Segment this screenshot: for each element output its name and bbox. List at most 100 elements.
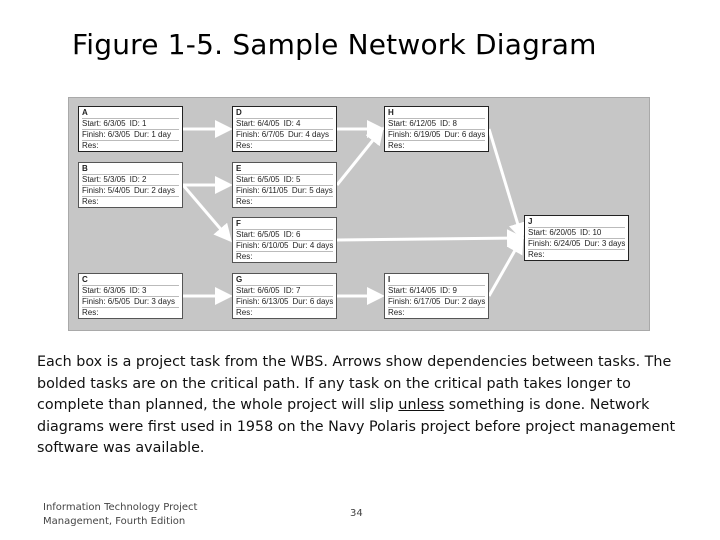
task-row: Res:: [82, 197, 179, 207]
task-resources: Res:: [236, 141, 253, 150]
task-finish: Finish: 6/7/05: [236, 130, 285, 139]
task-id: ID: 8: [440, 119, 457, 128]
task-row: H: [388, 108, 485, 119]
task-id: ID: 7: [283, 286, 301, 295]
arrow-e-h: [335, 126, 384, 186]
task-resources: Res:: [236, 308, 253, 317]
task-start: Start: 6/5/05: [236, 230, 280, 239]
task-start: Start: 6/4/05: [236, 119, 280, 128]
task-row: Res:: [388, 141, 485, 151]
task-start: Start: 6/12/05: [388, 119, 437, 128]
task-start: Start: 6/3/05: [82, 286, 126, 295]
task-start: Start: 5/3/05: [82, 175, 126, 184]
task-row: Res:: [82, 308, 179, 318]
task-name: E: [236, 164, 242, 173]
task-resources: Res:: [236, 197, 253, 206]
task-row: Res:: [236, 197, 333, 207]
task-resources: Res:: [388, 308, 405, 317]
task-duration: Dur: 3 days: [134, 297, 175, 306]
task-finish: Finish: 6/13/05: [236, 297, 289, 306]
task-duration: Dur: 2 days: [134, 186, 175, 195]
task-row: E: [236, 164, 333, 175]
task-start: Start: 6/14/05: [388, 286, 437, 295]
task-finish: Finish: 6/5/05: [82, 297, 131, 306]
task-duration: Dur: 4 days: [288, 130, 329, 139]
task-resources: Res:: [388, 141, 405, 150]
task-duration: Dur: 6 days: [444, 130, 485, 139]
arrow-i-j: [487, 235, 524, 297]
caption: Each box is a project task from the WBS.…: [37, 352, 687, 460]
task-name: C: [82, 275, 88, 284]
task-resources: Res:: [82, 141, 99, 150]
task-finish: Finish: 6/3/05: [82, 130, 131, 139]
task-id: ID: 1: [129, 119, 147, 128]
task-row: Res:: [388, 308, 485, 318]
task-duration: Dur: 1 day: [134, 130, 171, 139]
task-finish: Finish: 6/10/05: [236, 241, 289, 250]
task-duration: Dur: 3 days: [584, 239, 625, 248]
task-finish: Finish: 6/11/05: [236, 186, 288, 195]
task-name: F: [236, 219, 241, 228]
task-row: B: [82, 164, 179, 175]
task-start: Start: 6/20/05: [528, 228, 577, 237]
task-row: Res:: [528, 250, 625, 260]
task-resources: Res:: [82, 197, 99, 206]
caption-text-2: something is done. Network diagrams were…: [37, 397, 676, 456]
task-row: Res:: [236, 141, 333, 151]
caption-emphasis: unless: [398, 397, 445, 413]
task-resources: Res:: [528, 250, 545, 259]
task-name: J: [528, 217, 533, 226]
task-resources: Res:: [82, 308, 99, 317]
task-start: Start: 6/3/05: [82, 119, 126, 128]
task-name: D: [236, 108, 242, 117]
slide-title: Figure 1-5. Sample Network Diagram: [72, 28, 597, 61]
task-row: A: [82, 108, 179, 119]
task-duration: Dur: 2 days: [444, 297, 485, 306]
task-row: Res:: [82, 141, 179, 151]
task-id: ID: 5: [283, 175, 301, 184]
task-finish: Finish: 6/19/05: [388, 130, 441, 139]
task-start: Start: 6/6/05: [236, 286, 280, 295]
task-resources: Res:: [236, 252, 253, 261]
task-row: Res:: [236, 308, 333, 318]
task-name: A: [82, 108, 88, 117]
task-row: I: [388, 275, 485, 286]
task-row: J: [528, 217, 625, 228]
task-name: G: [236, 275, 243, 284]
task-row: D: [236, 108, 333, 119]
task-name: B: [82, 164, 88, 173]
task-finish: Finish: 5/4/05: [82, 186, 131, 195]
task-id: ID: 2: [129, 175, 147, 184]
task-row: F: [236, 219, 333, 230]
footer-source: Information Technology Project Managemen…: [43, 502, 198, 527]
task-start: Start: 6/5/05: [236, 175, 280, 184]
task-id: ID: 10: [580, 228, 602, 237]
task-row: Res:: [236, 252, 333, 262]
caption-text-1: Each box is a project task from the WBS.…: [37, 354, 672, 413]
